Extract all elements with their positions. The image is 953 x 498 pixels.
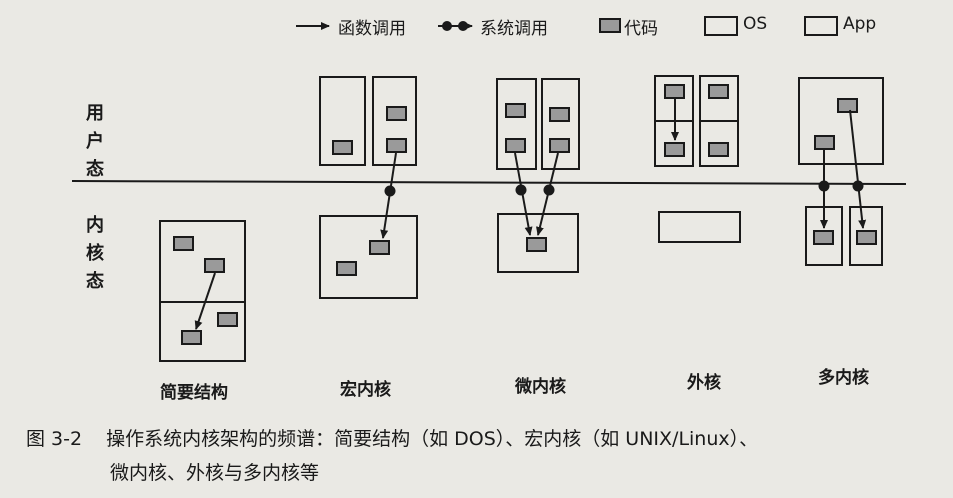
simple-structure-label: 简要结构 bbox=[160, 383, 228, 403]
code-block bbox=[332, 140, 353, 155]
system-call-dot bbox=[818, 180, 830, 192]
app-box bbox=[798, 77, 884, 165]
legend-graphics bbox=[296, 16, 838, 36]
code-block bbox=[505, 103, 526, 118]
system-call-dot bbox=[543, 184, 555, 196]
code-block bbox=[837, 98, 858, 113]
kernel-mode-label: 内 核 态 bbox=[84, 212, 106, 296]
monolithic-kernel-diagram bbox=[319, 76, 418, 299]
system-call-dot bbox=[384, 185, 396, 197]
figure-caption-line-1: 图 3-2 操作系统内核架构的频谱：简要结构（如 DOS）、宏内核（如 UNIX/… bbox=[26, 424, 758, 451]
user-mode-char: 用 bbox=[86, 103, 104, 124]
function-call-arrow bbox=[194, 272, 216, 330]
kernel-mode-char: 内 bbox=[86, 215, 104, 236]
user-mode-char: 态 bbox=[86, 159, 104, 180]
microkernel-label: 微内核 bbox=[515, 377, 566, 397]
user-kernel-boundary-line bbox=[71, 180, 907, 185]
legend-code-icon bbox=[599, 18, 621, 33]
code-block bbox=[664, 142, 685, 157]
os-box bbox=[849, 206, 883, 266]
code-block bbox=[386, 106, 407, 121]
legend-os-icon bbox=[704, 16, 738, 36]
code-block bbox=[386, 138, 407, 153]
app-box bbox=[496, 78, 537, 170]
caption-text-1: 操作系统内核架构的频谱：简要结构（如 DOS）、宏内核（如 UNIX/Linux… bbox=[106, 428, 759, 450]
figure-caption-line-2: 微内核、外核与多内核等 bbox=[110, 462, 320, 484]
code-block bbox=[814, 135, 835, 150]
legend-system-call-label: 系统调用 bbox=[480, 19, 548, 39]
kernel-mode-char: 核 bbox=[86, 243, 104, 264]
legend-function-call-label: 函数调用 bbox=[338, 19, 406, 39]
legend-app-icon bbox=[804, 16, 838, 36]
app-box bbox=[541, 78, 580, 170]
code-block bbox=[173, 236, 194, 251]
code-block bbox=[664, 84, 685, 99]
multikernel-diagram bbox=[798, 77, 884, 266]
exokernel-diagram bbox=[654, 75, 741, 243]
code-block bbox=[856, 230, 877, 245]
code-block bbox=[369, 240, 390, 255]
os-box bbox=[497, 213, 579, 273]
code-block bbox=[526, 237, 547, 252]
app-box bbox=[319, 76, 366, 166]
kernel-mode-char: 态 bbox=[86, 271, 104, 292]
code-block bbox=[336, 261, 357, 276]
figure-number: 图 3-2 bbox=[26, 428, 83, 450]
code-block bbox=[549, 107, 570, 122]
legend-app-label: App bbox=[843, 14, 877, 34]
system-call-arrow bbox=[849, 109, 867, 229]
code-block bbox=[708, 142, 729, 157]
microkernel-diagram bbox=[496, 78, 580, 273]
code-block bbox=[217, 312, 238, 327]
os-box bbox=[159, 220, 246, 362]
legend-code-label: 代码 bbox=[624, 19, 658, 39]
code-block bbox=[181, 330, 202, 345]
os-box bbox=[319, 215, 418, 299]
user-mode-label: 用 户 态 bbox=[84, 100, 106, 184]
code-block bbox=[708, 84, 729, 99]
system-call-dot bbox=[515, 184, 527, 196]
code-block bbox=[505, 138, 526, 153]
exokernel-label: 外核 bbox=[687, 373, 721, 393]
legend-os-label: OS bbox=[743, 14, 768, 34]
legend-system-call-arrow-icon bbox=[438, 21, 473, 31]
code-block bbox=[813, 230, 834, 245]
multikernel-label: 多内核 bbox=[818, 368, 869, 388]
user-mode-char: 户 bbox=[86, 131, 104, 152]
code-block bbox=[204, 258, 225, 273]
monolithic-kernel-label: 宏内核 bbox=[340, 380, 391, 400]
simple-structure-diagram bbox=[159, 220, 246, 362]
system-call-dot bbox=[852, 180, 864, 192]
os-box bbox=[658, 211, 741, 243]
code-block bbox=[549, 138, 570, 153]
